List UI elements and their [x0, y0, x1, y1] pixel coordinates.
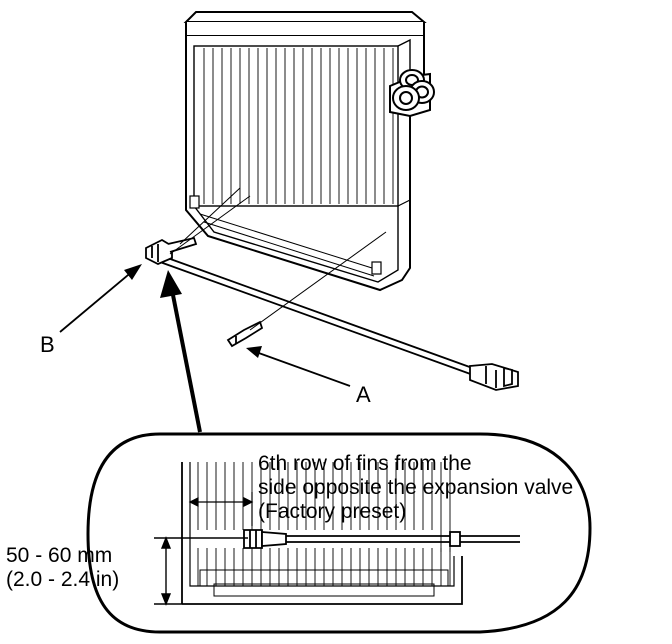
label-b: B [40, 332, 55, 357]
label-a: A [356, 382, 371, 407]
note-line-2: side opposite the expansion valve [258, 476, 573, 499]
detail-thermistor [243, 529, 520, 549]
evaporator-fins [203, 48, 394, 204]
detail-callout: 6th row of fins from the side opposite t… [6, 432, 592, 634]
arrow-b [59, 264, 142, 333]
expansion-valve-pipes [389, 69, 435, 118]
dimension-50-60mm [154, 536, 248, 606]
dimension-mm: 50 - 60 mm [6, 544, 112, 567]
note-line-1: 6th row of fins from the [258, 452, 472, 475]
detail-arrow [160, 270, 202, 433]
leader-lines [169, 187, 387, 331]
evaporator-core [183, 11, 427, 292]
note-line-3: (Factory preset) [258, 500, 406, 523]
arrow-a [246, 346, 351, 387]
dimension-in: (2.0 - 2.4 in) [6, 568, 119, 591]
